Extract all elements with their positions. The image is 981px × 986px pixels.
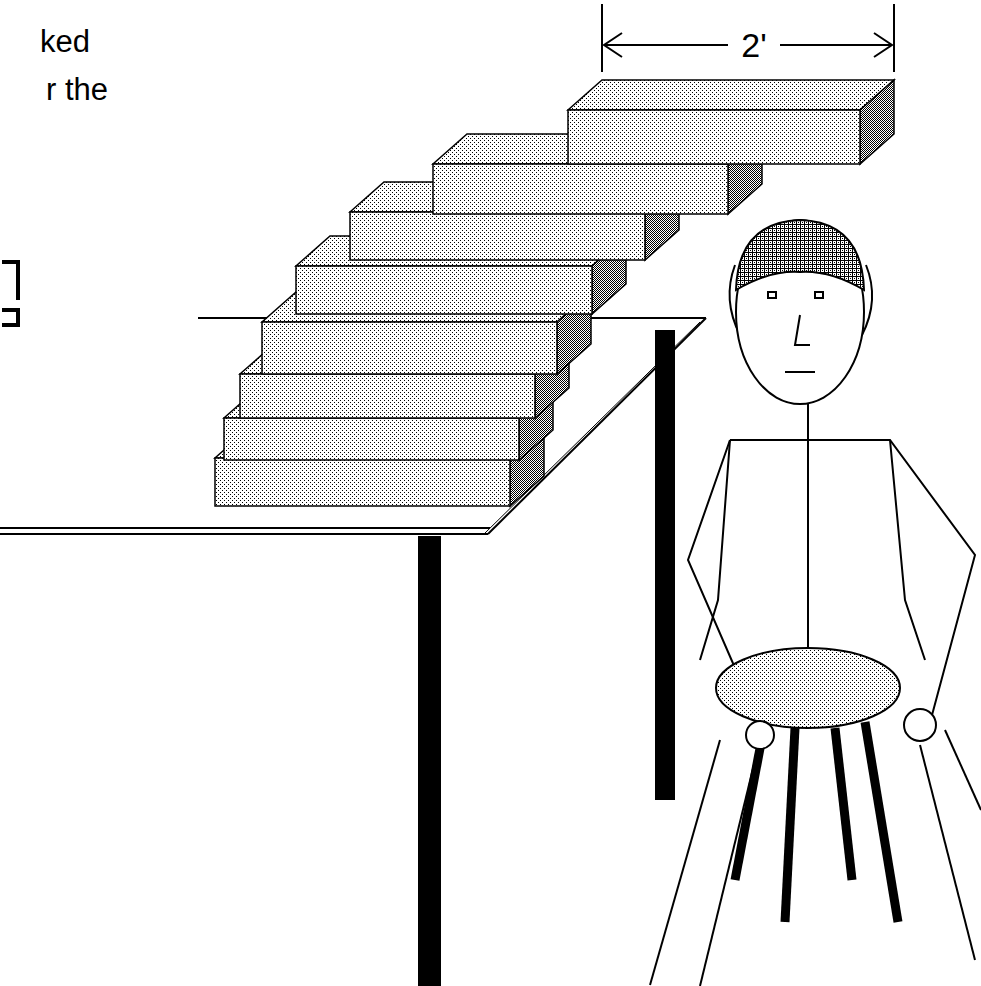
block-face xyxy=(568,110,860,164)
block-face xyxy=(433,164,728,214)
block-face xyxy=(860,80,894,164)
block-face xyxy=(296,266,592,314)
text-fragment xyxy=(2,262,18,325)
block-face xyxy=(350,212,645,260)
text-label: r the xyxy=(46,74,108,105)
person xyxy=(650,220,981,986)
dimension-line xyxy=(602,4,894,72)
block-face xyxy=(240,374,535,418)
block-face xyxy=(568,80,894,110)
text-label: ked xyxy=(40,26,90,57)
dimension-label: 2' xyxy=(738,28,769,62)
block-face xyxy=(215,458,510,506)
block-face xyxy=(224,418,519,460)
stacked-blocks xyxy=(215,80,894,506)
table xyxy=(0,318,706,986)
block-face xyxy=(262,322,557,374)
